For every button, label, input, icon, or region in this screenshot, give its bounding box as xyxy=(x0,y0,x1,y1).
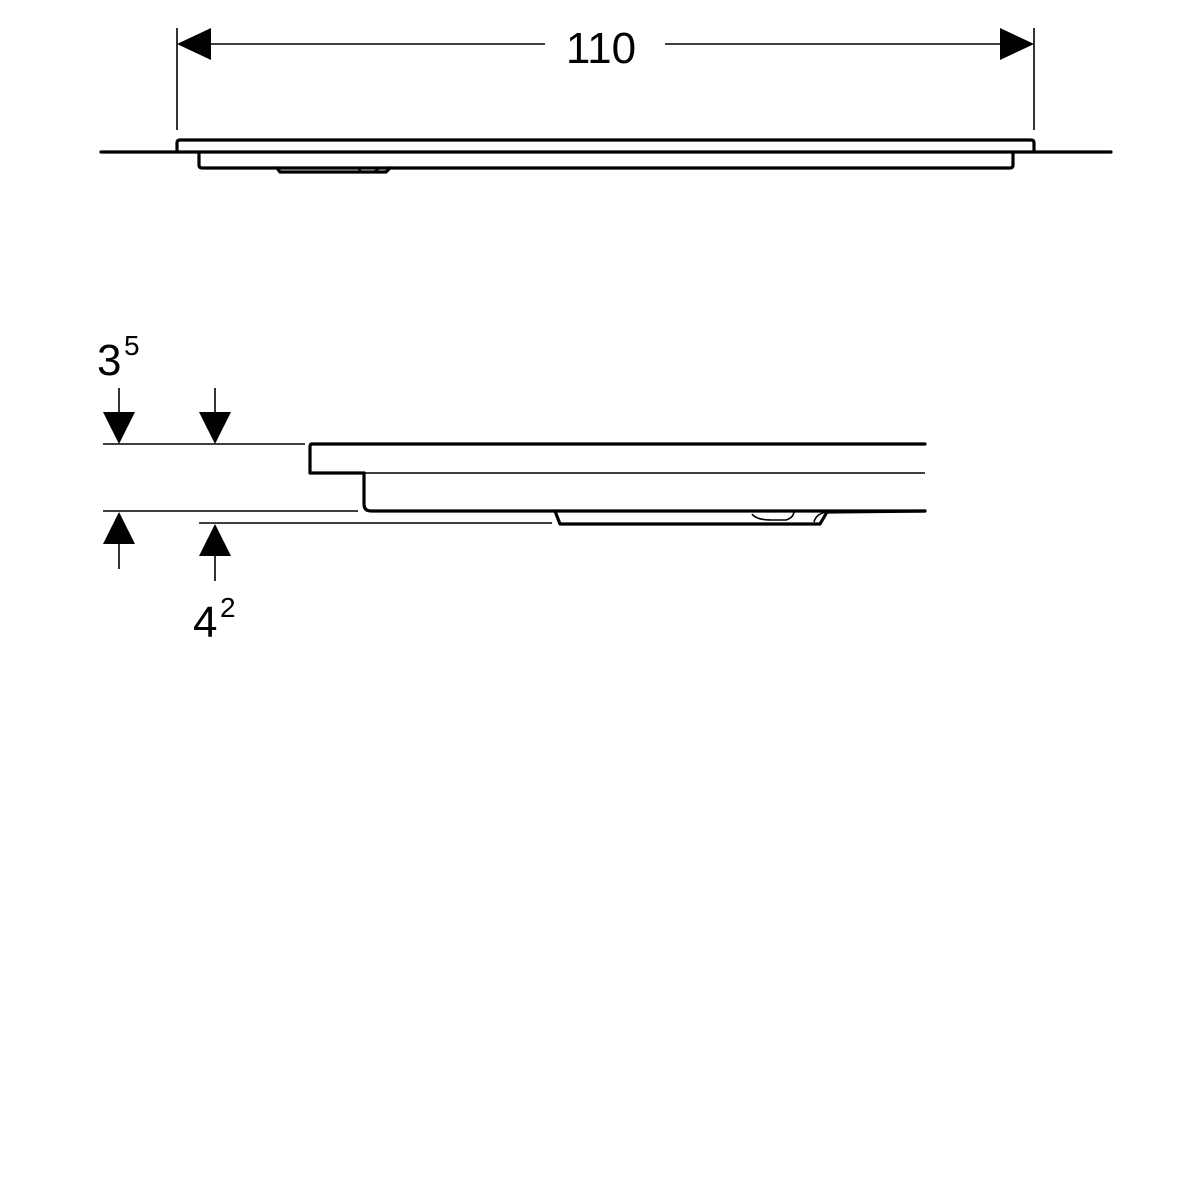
tray-section-profile xyxy=(308,442,927,526)
front-elevation-view: 110 xyxy=(99,24,1113,174)
width-dimension: 110 xyxy=(176,24,1035,130)
top-thickness-value: 3 xyxy=(97,336,121,385)
top-thickness-dimension: 3 5 xyxy=(97,330,358,569)
top-thickness-arrow-left-down xyxy=(103,412,135,444)
width-arrow-left xyxy=(177,28,211,60)
profile-top-plate xyxy=(308,442,927,475)
total-thickness-dimension: 4 2 xyxy=(193,522,552,647)
width-arrow-right xyxy=(1000,28,1034,60)
total-thickness-label: 4 xyxy=(193,598,217,647)
total-thickness-superscript: 2 xyxy=(220,592,236,623)
width-dimension-label: 110 xyxy=(566,24,636,73)
top-thickness-arrow-left-up xyxy=(103,512,135,544)
profile-drain-outlet xyxy=(751,511,795,521)
section-detail-view: 3 5 4 2 xyxy=(97,330,927,647)
profile-drain-lip xyxy=(813,511,827,523)
profile-drain-housing xyxy=(553,509,927,526)
total-thickness-value: 4 xyxy=(193,598,217,647)
profile-lower-body xyxy=(362,471,557,513)
total-thickness-arrow-up xyxy=(199,524,231,556)
tray-drain-detail xyxy=(357,167,381,173)
top-thickness-arrow-right-down xyxy=(199,412,231,444)
tray-lower-body xyxy=(197,150,1015,170)
top-thickness-superscript: 5 xyxy=(124,330,140,361)
tray-top-plate xyxy=(175,138,1036,154)
top-thickness-label: 3 xyxy=(97,336,121,385)
tray-drain-housing xyxy=(275,166,392,174)
